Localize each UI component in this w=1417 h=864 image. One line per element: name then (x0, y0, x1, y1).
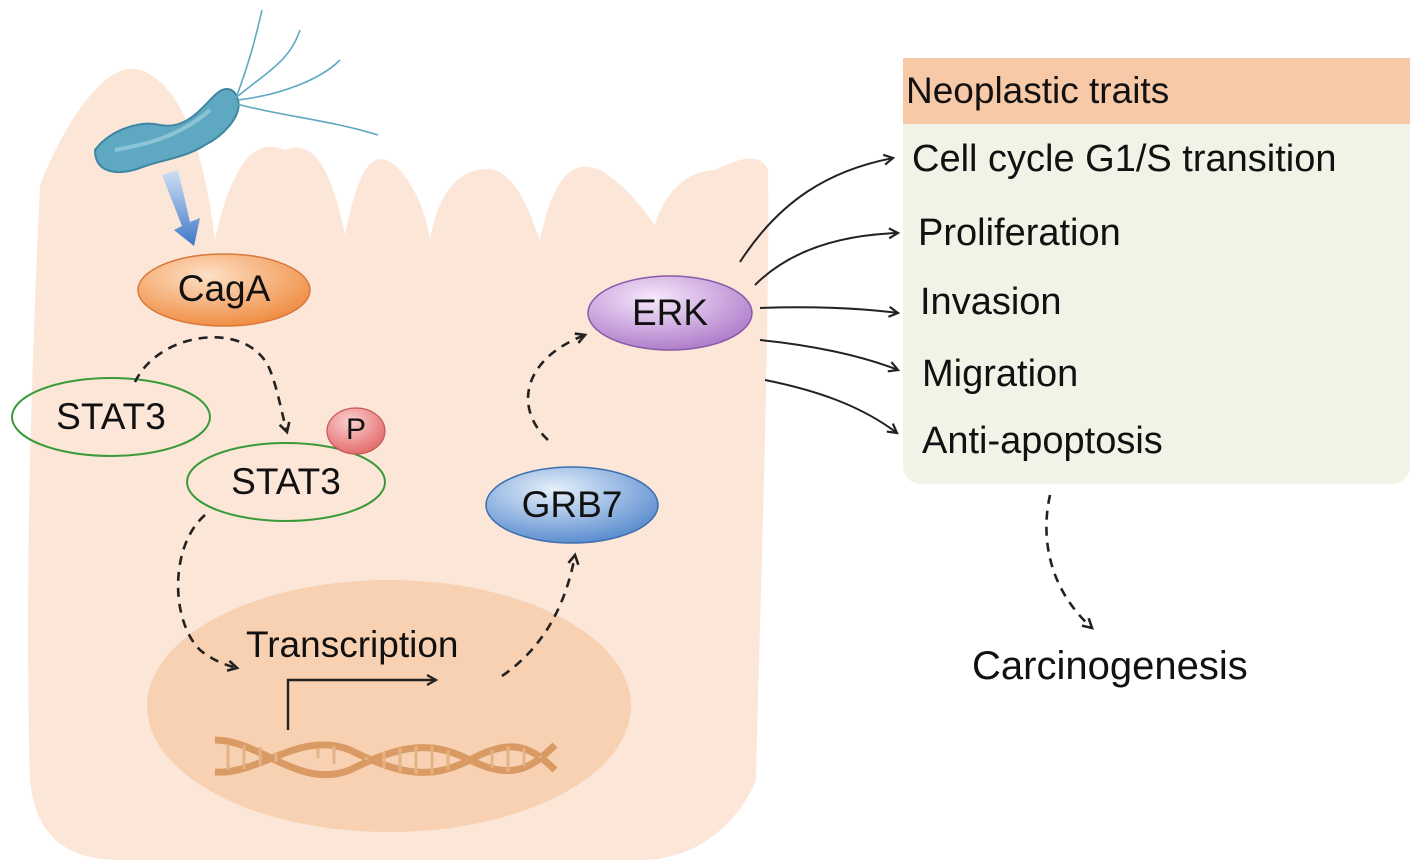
grb7-label: GRB7 (521, 484, 623, 525)
stat3-label: STAT3 (56, 396, 166, 437)
dna-icon (214, 736, 558, 779)
trait-migration: Migration (922, 353, 1079, 395)
arrow-grb7-erk (526, 332, 588, 441)
traits-body-box (903, 124, 1410, 484)
carcinogenesis-label: Carcinogenesis (972, 644, 1248, 688)
stat3-p-node (186, 442, 386, 522)
arrow-erk-antiapoptosis (764, 379, 899, 435)
caga-node (137, 253, 311, 327)
traits-title: Neoplastic traits (906, 70, 1170, 111)
nucleus (147, 580, 631, 832)
grb7-node (485, 466, 659, 544)
arrow-transcription-grb7 (501, 552, 580, 678)
arrow-traits-carcinogenesis (1045, 494, 1094, 630)
phospho-badge (326, 407, 386, 455)
transcription-label: Transcription (246, 624, 459, 665)
arrow-erk-proliferation (754, 227, 901, 286)
trait-proliferation: Proliferation (918, 212, 1121, 254)
stat3-p-label: STAT3 (231, 461, 341, 502)
erk-node (587, 275, 753, 351)
arrow-erk-cellcycle (739, 153, 896, 263)
stat3-node (11, 377, 211, 457)
trait-invasion: Invasion (920, 281, 1062, 323)
injection-arrow (162, 170, 200, 246)
arrow-erk-migration (759, 339, 901, 373)
bacterium-icon (93, 9, 379, 173)
arrow-erk-invasion (759, 305, 901, 318)
phospho-label: P (345, 413, 366, 446)
arrow-stat3-transcription (176, 514, 240, 672)
trait-cell-cycle: Cell cycle G1/S transition (912, 138, 1337, 180)
transcription-start-arrow (286, 674, 439, 730)
trait-anti-apoptosis: Anti-apoptosis (922, 420, 1163, 462)
erk-label: ERK (631, 292, 709, 333)
traits-header-box (903, 58, 1410, 124)
caga-label: CagA (177, 268, 271, 309)
